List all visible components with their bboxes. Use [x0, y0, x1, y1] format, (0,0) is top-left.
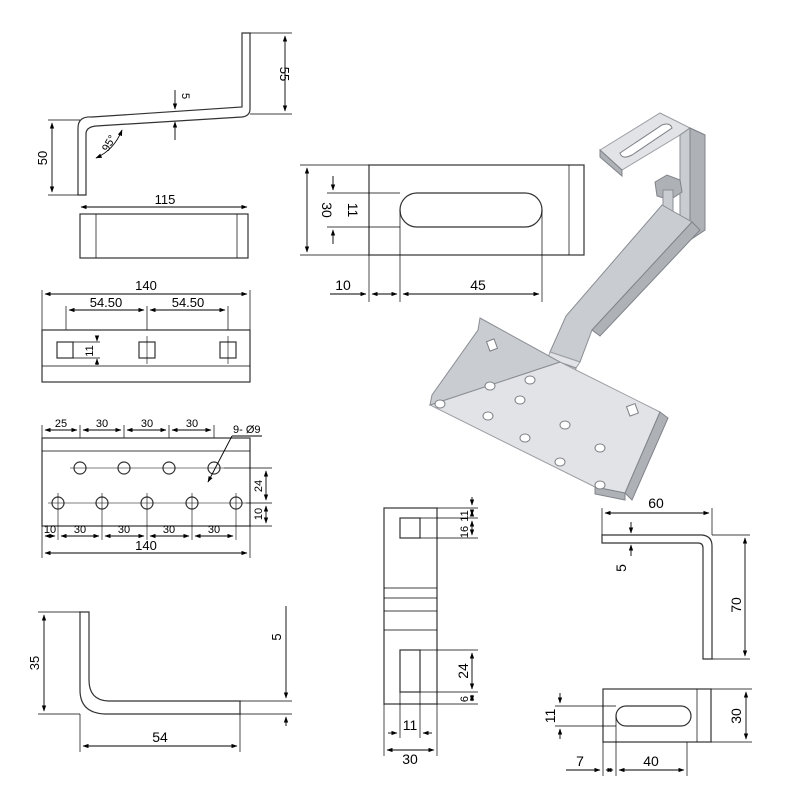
dim-label-plan-offset-7: 7 — [576, 753, 584, 769]
dim-label-spacing-1: 54.50 — [90, 295, 123, 310]
dim-label-strip-140: 140 — [135, 278, 157, 293]
dim-label-bottom-30a: 30 — [74, 524, 86, 536]
dim-label-top-25: 25 — [55, 418, 67, 430]
dim-label-bottom-30c: 30 — [163, 524, 175, 536]
bent-arm-profile — [77, 32, 251, 196]
dim-label-front-slot-24: 24 — [455, 663, 471, 679]
dim-label-spacing-2: 54.50 — [172, 295, 205, 310]
dim-label-plate-length-45: 45 — [470, 277, 486, 293]
dim-label-front-edge-6: 6 — [459, 696, 471, 702]
dim-label-plate-offset-10: 10 — [335, 277, 351, 293]
dim-label-height-55: 55 — [277, 67, 292, 81]
top-angle-plan-view: 11 30 7 40 — [542, 688, 752, 776]
dim-label-slot-11: 11 — [84, 345, 96, 356]
dim-label-thickness-5: 5 — [179, 93, 191, 99]
dim-label-plan-slot-11: 11 — [542, 709, 558, 724]
strip-slot-1 — [56, 341, 74, 359]
side-view-bent-arm: 50 55 5 95° 115 — [35, 32, 292, 259]
dim-label-top-30b: 30 — [141, 418, 153, 430]
dim-label-total-140: 140 — [135, 538, 157, 553]
dim-label-row-gap-24: 24 — [253, 480, 265, 492]
top-view-strip: 140 54.50 54.50 11 — [41, 278, 251, 383]
dim-label-base-length-54: 54 — [152, 729, 168, 745]
dim-label-base-thickness-5: 5 — [269, 633, 284, 640]
dim-label-plate-slot-11: 11 — [345, 203, 361, 218]
lower-hole-row — [48, 493, 246, 540]
dim-label-top-angle-5: 5 — [613, 564, 629, 572]
dim-label-plan-height-30: 30 — [728, 708, 744, 724]
dim-label-bottom-10: 10 — [44, 524, 56, 536]
top-nut — [654, 174, 683, 201]
dim-label-plate-height-30: 30 — [319, 202, 335, 218]
dim-label-base-height-35: 35 — [27, 656, 42, 670]
dim-label-holes-9x9: 9- Ø9 — [233, 424, 261, 436]
dim-label-height-50: 50 — [35, 151, 50, 165]
front-arm-slot — [399, 649, 421, 693]
front-view-arm: 11 16 24 6 11 30 — [383, 497, 478, 767]
top-angle-plan-slot — [615, 705, 692, 727]
base-angle-side-view: 35 5 54 — [27, 606, 292, 752]
dim-label-length-115: 115 — [155, 192, 176, 207]
top-angle-profile — [601, 534, 713, 660]
hook-3d-render — [428, 112, 706, 501]
dim-label-plan-length-40: 40 — [643, 753, 659, 769]
base-plate-body — [41, 437, 251, 527]
dim-label-top-30a: 30 — [96, 418, 108, 430]
front-arm-square-hole — [399, 517, 421, 539]
dim-label-front-11: 11 — [459, 510, 471, 521]
dim-label-top-30c: 30 — [186, 418, 198, 430]
dim-label-front-slot-11: 11 — [403, 717, 418, 733]
base-3d-holes — [434, 338, 640, 490]
slot-plate-view: 30 11 10 45 — [300, 164, 585, 302]
dim-label-angle-95: 95° — [100, 133, 119, 153]
dim-label-front-16: 16 — [459, 526, 471, 538]
dim-label-top-angle-60: 60 — [648, 495, 664, 511]
slot-plate-slot — [399, 192, 543, 228]
top-angle-side-view: 60 5 70 — [601, 495, 750, 660]
dim-label-top-angle-70: 70 — [728, 597, 744, 613]
dim-label-edge-10: 10 — [253, 508, 265, 520]
arm-bottom-view — [79, 213, 249, 259]
base-angle-profile — [79, 611, 241, 715]
dim-label-bottom-30d: 30 — [208, 524, 220, 536]
dim-label-front-width-30: 30 — [402, 751, 418, 767]
base-plate-view: 25 30 30 30 — [41, 418, 272, 558]
dim-label-bottom-30b: 30 — [118, 524, 130, 536]
